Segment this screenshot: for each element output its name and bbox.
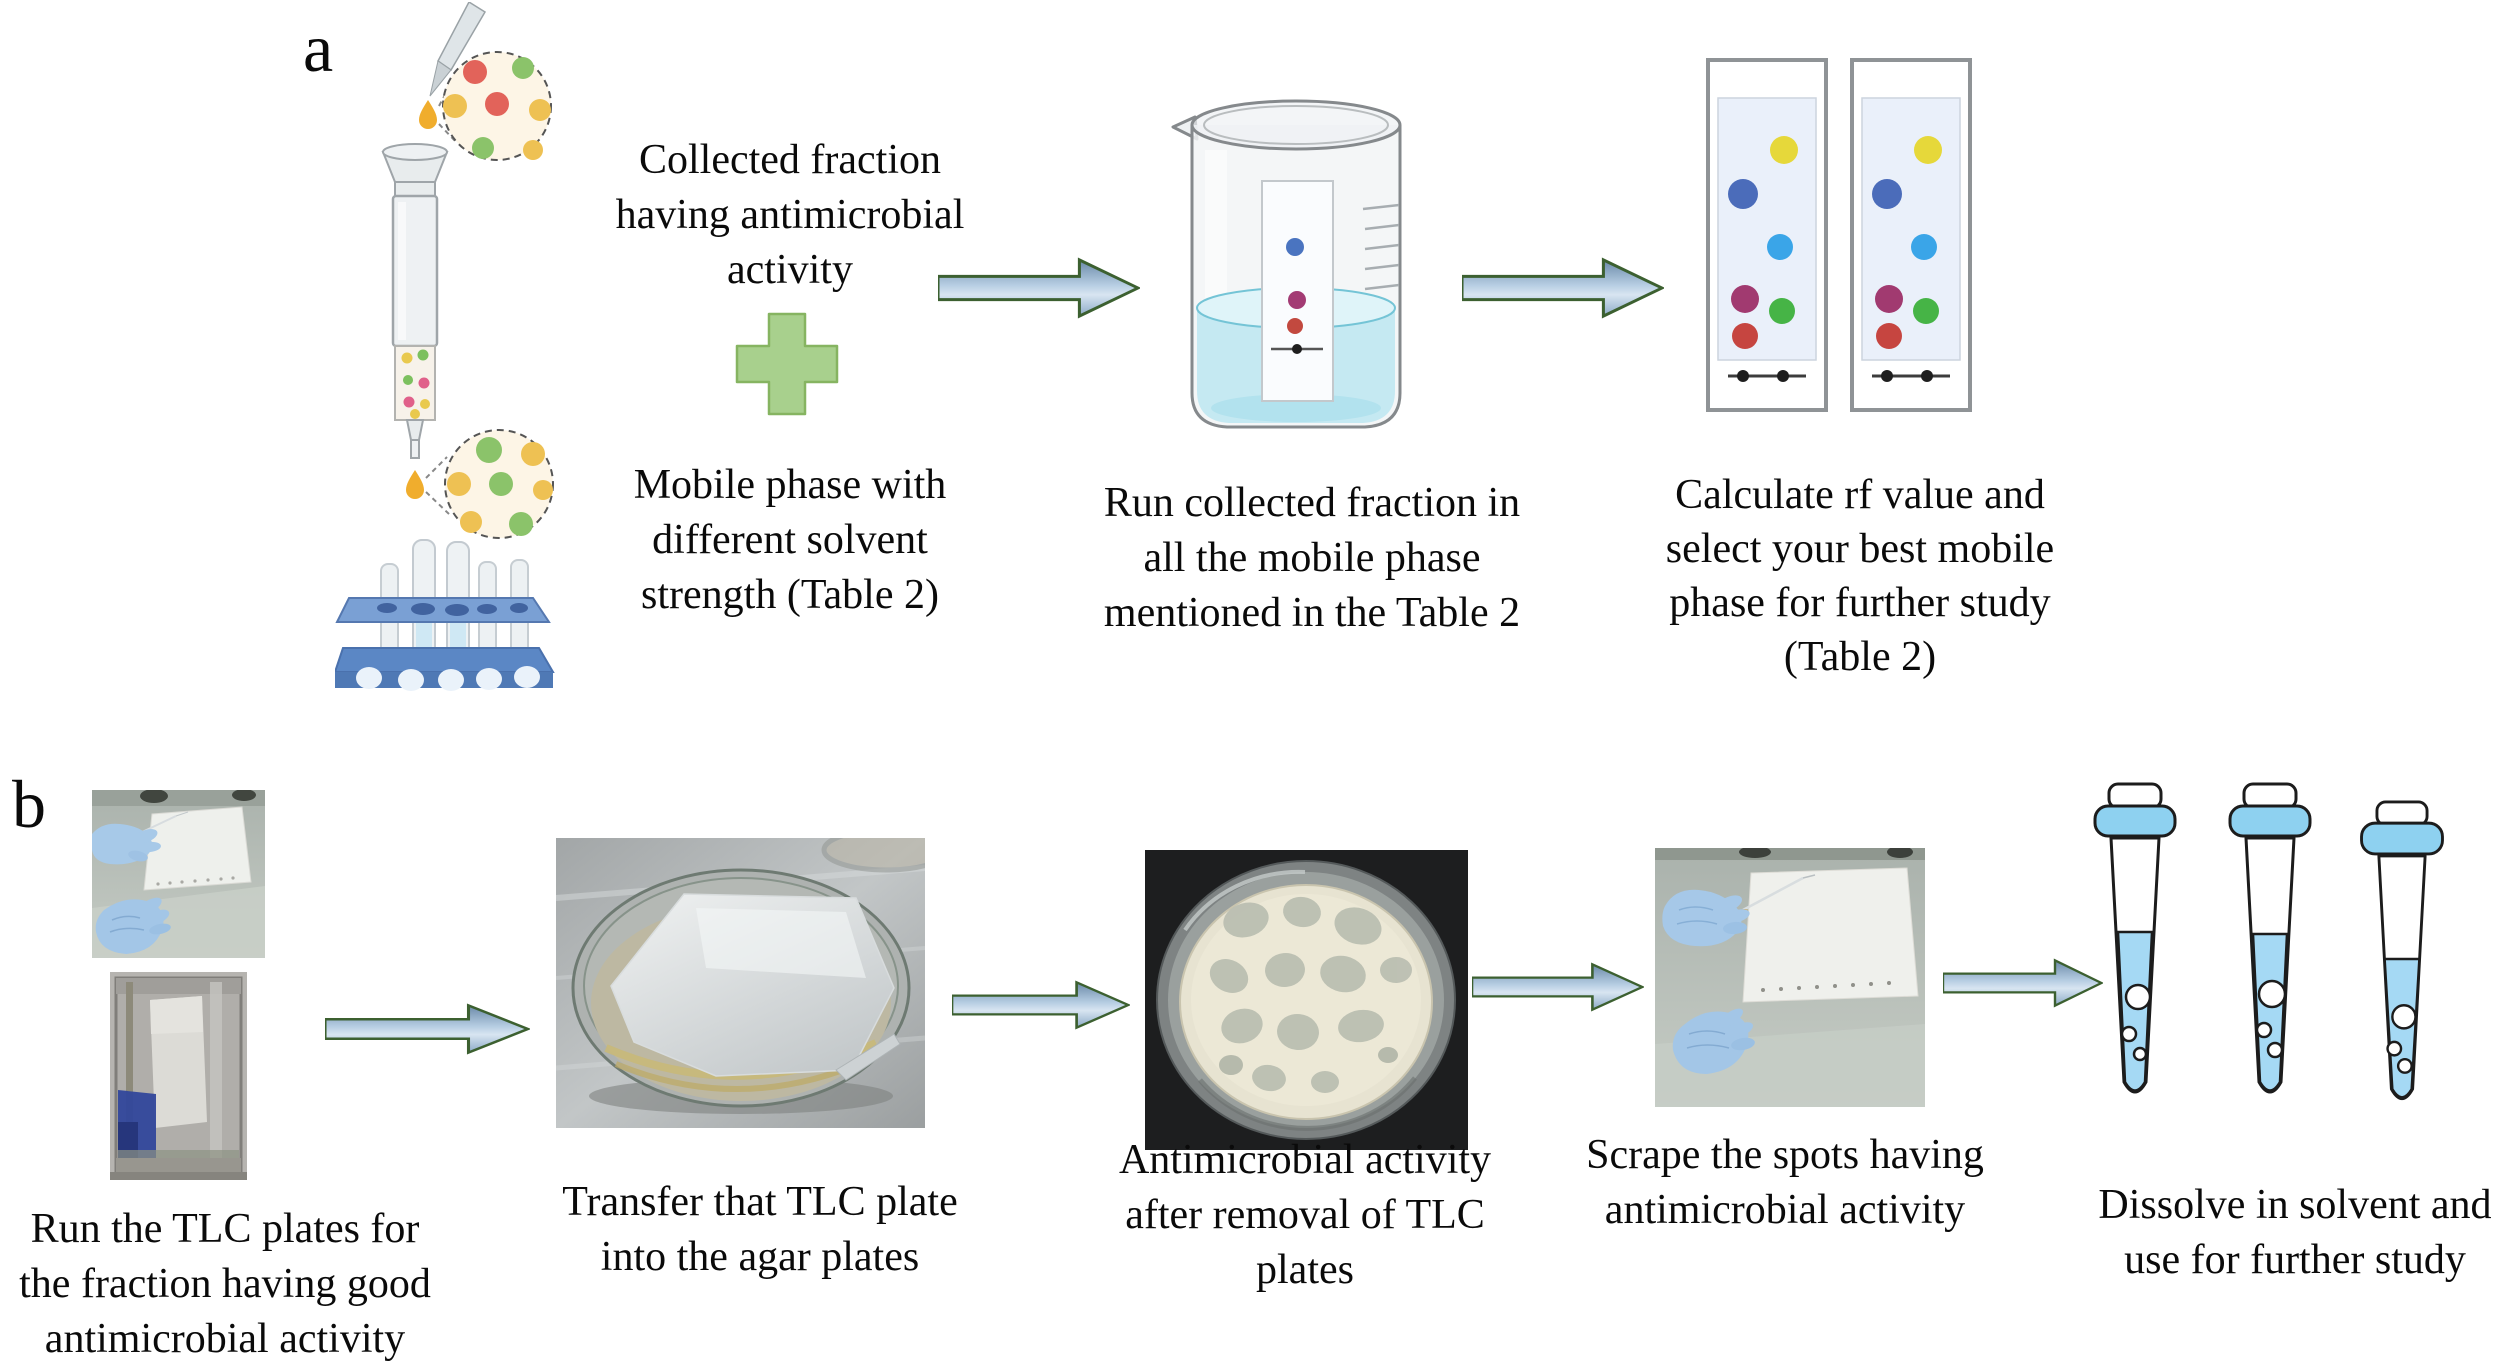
plus-icon [735,312,839,416]
flow-arrow-right-icon [1472,962,1644,1012]
photo-gloved-hands-spotting-tlc-plate [92,790,265,958]
caption-collected-fraction: Collected fraction having antimicrobial … [615,137,965,293]
flow-arrow-right-icon [1943,958,2103,1008]
caption-dissolve: Dissolve in solvent and use for further … [2098,1182,2492,1283]
centrifuge-tube-icon [2228,782,2312,1094]
photo-agar-plate-with-inhibition-zones [1145,850,1468,1150]
panel-b-label: b [12,766,46,842]
caption-run-fraction: Run collected fraction in all the mobile… [1103,480,1521,636]
flow-arrow-right-icon [325,1003,530,1055]
centrifuge-tube-icon [2093,782,2177,1094]
column-chromatography-icon [335,2,555,691]
panel-a-label: a [303,10,334,86]
flow-arrow-right-icon [952,980,1130,1030]
developed-tlc-plates-icon [1850,58,1972,412]
flow-arrow-right-icon [938,257,1140,319]
caption-run-tlc: Run the TLC plates for the fraction havi… [19,1206,431,1361]
photo-tlc-plate-on-agar-plate [556,838,925,1128]
caption-calculate-rf: Calculate rf value and select your best … [1665,472,2055,680]
caption-transfer: Transfer that TLC plate into the agar pl… [562,1179,958,1280]
centrifuge-tube-icon [2360,800,2444,1101]
photo-gloved-hands-scraping-tlc-plate [1655,848,1925,1107]
caption-antimicrobial: Antimicrobial activity after removal of … [1118,1137,1492,1293]
caption-scrape: Scrape the spots having antimicrobial ac… [1586,1132,1984,1233]
flow-arrow-right-icon [1462,257,1664,319]
photo-tlc-development-chamber [110,972,247,1180]
beaker-with-tlc-strip-icon [1171,99,1402,429]
caption-mobile-phase: Mobile phase with different solvent stre… [633,462,947,618]
developed-tlc-plates-icon [1706,58,1828,412]
